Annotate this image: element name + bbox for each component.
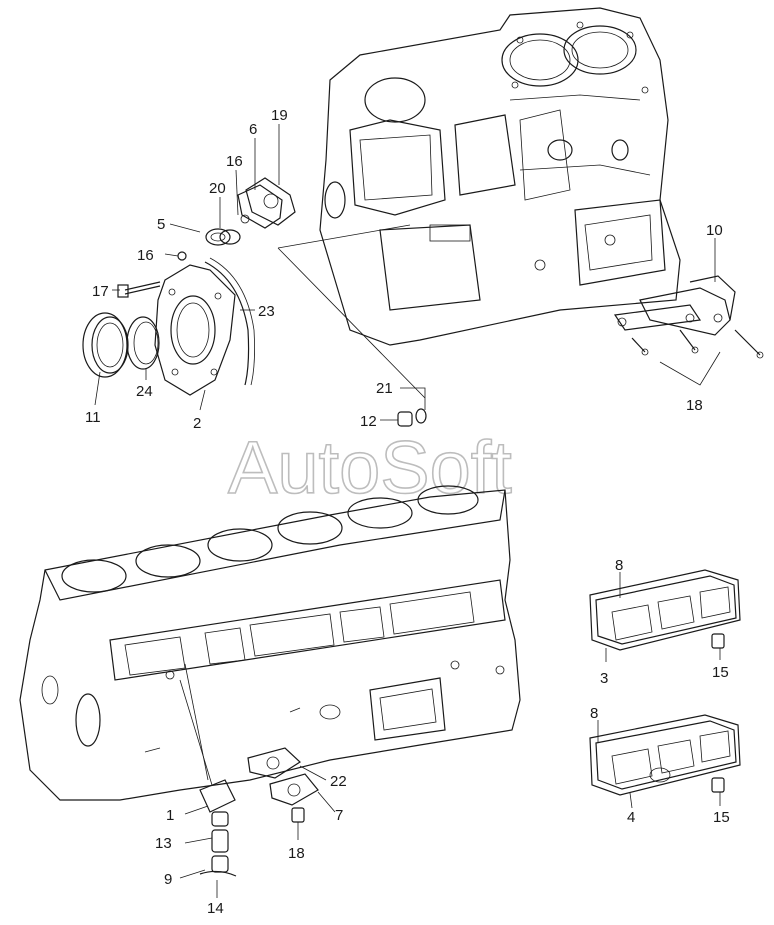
callout-15-lower: 15 <box>713 809 730 826</box>
callout-13: 13 <box>155 835 172 852</box>
callout-14: 14 <box>207 900 224 917</box>
callout-6: 6 <box>249 121 257 138</box>
rear-oil-seal-housing <box>154 257 255 396</box>
callout-10: 10 <box>706 222 723 239</box>
callout-8-upper: 8 <box>615 557 623 574</box>
oil-pressure-sensor-assembly <box>199 779 237 877</box>
callout-18-upper: 18 <box>686 397 703 414</box>
callout-21: 21 <box>376 380 393 397</box>
callout-9: 9 <box>164 871 172 888</box>
callout-7: 7 <box>335 807 343 824</box>
callout-15-upper: 15 <box>712 664 729 681</box>
callout-11: 11 <box>85 409 101 426</box>
leader-lines <box>94 124 721 898</box>
callout-17: 17 <box>92 283 109 300</box>
side-cover-upper <box>589 569 741 651</box>
callout-23: 23 <box>258 303 275 320</box>
flange-cover <box>247 747 319 823</box>
callout-18-lower: 18 <box>288 845 305 862</box>
callout-19: 19 <box>271 107 288 124</box>
oil-seal-rings <box>82 312 160 378</box>
callout-3: 3 <box>600 670 608 687</box>
callout-22: 22 <box>330 773 347 790</box>
callout-labels: 19 6 16 20 5 16 17 23 11 24 2 21 12 10 1… <box>85 107 730 917</box>
callout-20: 20 <box>209 180 226 197</box>
callout-12: 12 <box>360 413 377 430</box>
upper-engine-block <box>277 7 681 399</box>
watermark: AutoSoft <box>228 426 512 509</box>
callout-8-lower: 8 <box>590 705 598 722</box>
mounting-bracket <box>613 275 764 386</box>
callout-16-upper: 16 <box>226 153 243 170</box>
callout-24: 24 <box>136 383 153 400</box>
callout-2: 2 <box>193 415 201 432</box>
drain-plug <box>397 408 427 427</box>
callout-16-lower: 16 <box>137 247 154 264</box>
callout-1: 1 <box>166 807 174 824</box>
callout-5: 5 <box>157 216 165 233</box>
callout-4: 4 <box>627 809 635 826</box>
cover-plate-and-gaskets <box>117 177 296 298</box>
side-cover-lower <box>589 714 741 796</box>
lower-engine-block <box>19 485 521 801</box>
